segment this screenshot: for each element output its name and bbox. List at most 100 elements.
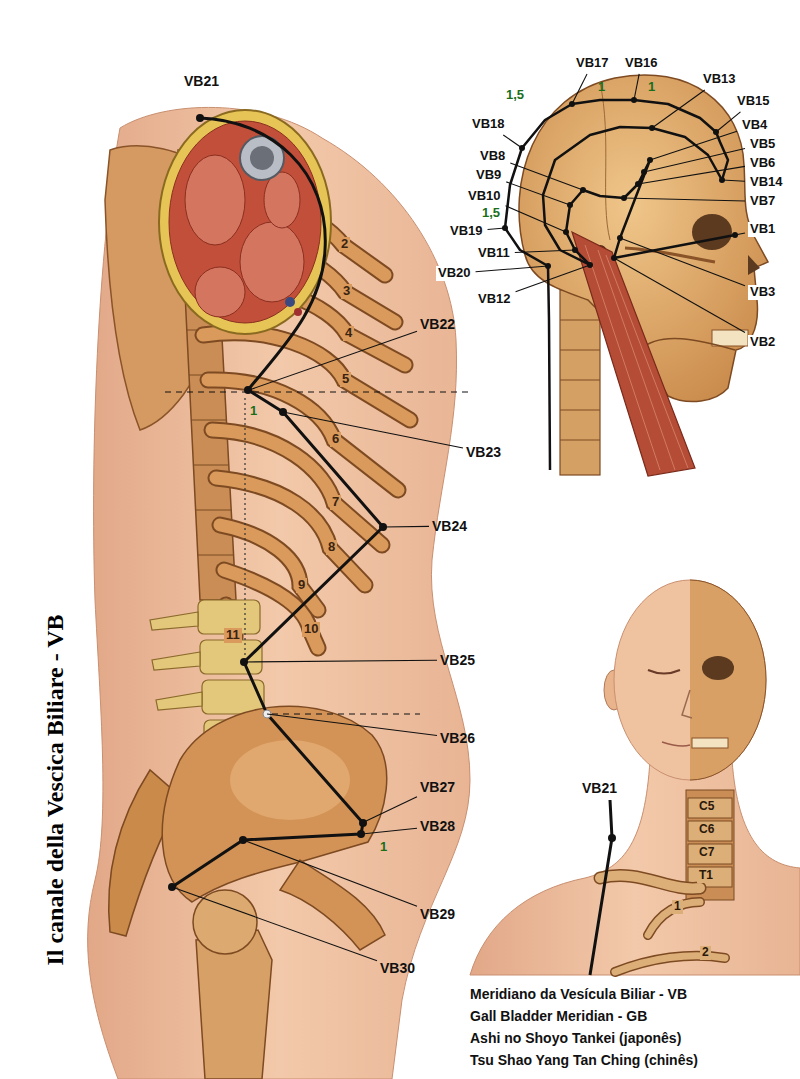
nose-line [682,690,692,718]
leader-line [634,74,639,100]
point-label: VB30 [380,960,415,976]
vertebra-blocks [688,844,732,864]
vertebra-blocks [688,798,732,818]
vertebra-label: C5 [697,800,716,814]
leader-line [488,228,505,230]
meridian-line [172,118,383,887]
jaw-line [640,338,735,350]
cervical-spine [560,290,600,475]
acupoint-dots [168,114,387,891]
point-label: VB7 [748,194,777,209]
point-label: VB22 [420,316,455,332]
acupoint-dots [359,819,367,827]
leader-line [620,238,745,286]
rib-number: 4 [343,326,354,341]
rib-number: 9 [296,578,307,593]
leader-line [283,412,463,448]
point-label: VB28 [420,818,455,834]
vertebra-label: C6 [697,823,716,837]
caption-line: Tsu Shao Yang Tan Ching (chinês) [470,1052,698,1068]
point-label: VB10 [466,189,503,204]
vertebra-label: 2 [700,946,711,960]
arm-cross-section [195,267,245,317]
point-label: VB1 [748,222,777,237]
rib-number: 6 [330,432,341,447]
leader-line [510,163,583,190]
leader-line [650,131,737,160]
lumbar-vertebrae [150,612,198,630]
acupoint-dot [608,834,616,842]
acupoint-dots [244,386,252,394]
point-label: VB16 [623,56,660,71]
distance-number: 1 [250,404,257,419]
point-label: VB14 [748,175,785,190]
arm-cross-section [185,155,245,245]
leader-line [506,206,566,232]
point-label: VB20 [436,266,473,281]
femur-head [193,890,257,954]
acupoint-dots [502,97,738,269]
point-label: VB26 [440,730,475,746]
caption-line: Ashi no Shoyo Tankei (japonês) [470,1030,681,1046]
point-label: VB9 [474,168,503,183]
eye-socket [692,214,732,250]
arm-cross-section [294,308,302,316]
leader-line [735,233,745,235]
arm-cross-section [250,146,274,170]
meridian-line [505,100,728,470]
leader-line [172,887,377,961]
meridian-line [543,127,722,265]
leader-line [515,250,575,253]
lumbar-vertebrae [200,640,262,674]
zygomatic-arch [625,248,715,262]
distance-number: 1 [380,840,387,855]
diagram-title: Il canale della Vescica Biliare - VB [42,614,68,965]
vertebra-label: T1 [697,869,715,883]
face-skin [614,580,766,780]
nasal-cavity [748,255,760,275]
point-label: VB13 [701,72,738,87]
ilium-shade [230,740,350,820]
meridian-line [505,100,735,470]
clavicle-and-ribs [600,876,700,889]
muscle-fibres [585,245,688,470]
leader-line [503,135,522,148]
point-label: VB23 [466,444,501,460]
arm-cross-section [169,121,321,323]
vertebra-label: C7 [697,846,716,860]
rib-number: 11 [224,628,242,643]
leader-line [362,828,417,834]
closed-eye [648,670,680,674]
eye-socket [702,656,734,680]
lumbar-vertebrae [156,692,202,710]
vertebra-lines [560,320,600,440]
teeth [712,330,748,346]
neck-figure [470,580,800,975]
skull-suture [600,82,610,240]
point-label: VB8 [478,149,507,164]
arm-cross-section [264,172,300,228]
distance-number: 1 [648,80,655,95]
distance-number: 1,5 [482,206,500,221]
acupoint-dots [196,114,204,122]
leader-line [516,265,590,292]
rib-number: 10 [302,622,320,637]
point-label: VB17 [574,56,611,71]
rib-number: 2 [339,237,350,252]
reference-dash [272,713,420,714]
point-label: VB3 [748,285,777,300]
vertebra-blocks [688,821,732,841]
body-skin [88,107,470,1079]
face-skull [690,580,766,780]
point-label: VB4 [740,118,769,133]
distance-number: 1,5 [506,88,524,103]
leader-line [506,182,570,205]
torso-figure [88,107,470,1079]
point-label: VB11 [476,246,512,261]
rib-number: 8 [326,540,337,555]
rib-number: 3 [341,284,352,299]
head-figure [502,75,768,476]
teeth [692,738,728,748]
